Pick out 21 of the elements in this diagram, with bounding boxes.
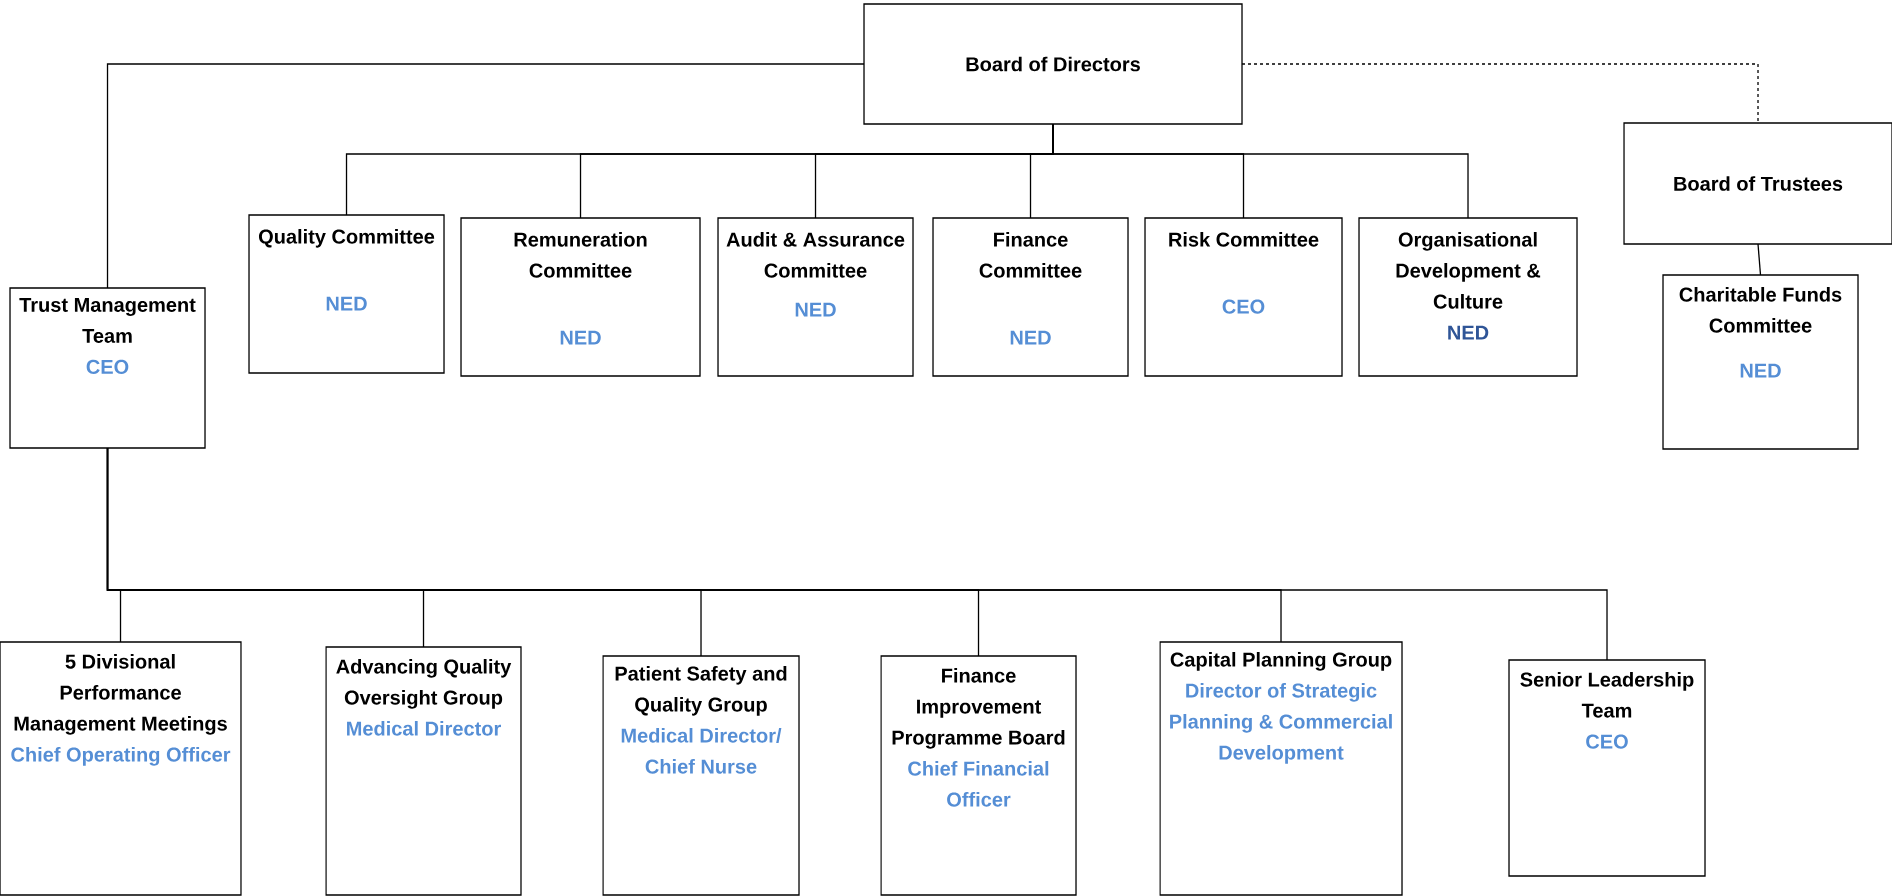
org-box: Advancing Quality Oversight Group Medical Director: [325, 646, 522, 896]
org-box: Finance Improvement Programme Board Chief Financial Officer: [880, 655, 1077, 896]
org-box: Patient Safety and Quality Group Medical Director/ Chief Nurse: [602, 655, 800, 896]
connector-line: [1241, 63, 1759, 124]
org-box: Finance Committee NED: [932, 217, 1129, 377]
org-box: Trust Management Team CEO: [9, 287, 206, 449]
org-box: Capital Planning Group Director of Strategic Planning & Commercial Development: [1159, 641, 1403, 896]
org-box: Remuneration Committee NED: [460, 217, 701, 377]
connector-line: [106, 63, 865, 289]
org-box: 5 Divisional Performance Management Meetings Chief Operating Officer: [0, 641, 242, 896]
org-box: Board of Trustees: [1623, 122, 1892, 245]
org-box: Risk Committee CEO: [1144, 217, 1343, 377]
org-box: Senior Leadership Team CEO: [1508, 659, 1706, 877]
org-box: Audit & Assurance Committee NED: [717, 217, 914, 377]
org-box: Organisational Development & Culture NED: [1358, 217, 1578, 377]
org-box: Board of Directors: [863, 3, 1243, 125]
connector-line: [1757, 243, 1762, 276]
connector-line: [1052, 123, 1469, 219]
connector-line: [106, 447, 1608, 661]
org-box: Quality Committee NED: [248, 214, 445, 374]
org-box: Charitable Funds Committee NED: [1662, 274, 1859, 450]
